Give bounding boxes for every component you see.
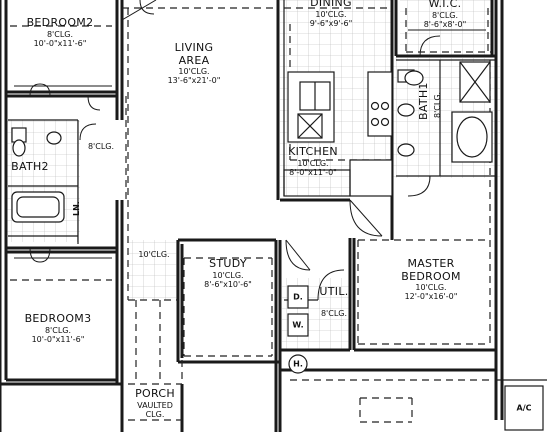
dryer-label: D. bbox=[293, 292, 303, 302]
room-ceiling-bath2: 8'CLG. bbox=[88, 142, 114, 151]
room-ceiling-line1: VAULTED bbox=[137, 400, 173, 410]
room-name-line2: AREA bbox=[178, 53, 210, 67]
linen-label: LN. bbox=[72, 201, 81, 216]
room-ceiling: 8'CLG. bbox=[431, 10, 459, 20]
room-size: 10'-0"x11'-6" bbox=[31, 334, 85, 344]
room-label-dining: DINING 10'CLG. 9'-6"x9'-6" bbox=[310, 0, 353, 28]
room-label-bedroom2: BEDROOM2 8'CLG. 10'-0"x11'-6" bbox=[26, 16, 94, 48]
room-size: 10'-0"x11'-6" bbox=[33, 38, 87, 48]
room-label-hall: 10'CLG. bbox=[138, 250, 169, 259]
room-ceiling: 8'CLG. bbox=[46, 29, 74, 39]
room-ceiling-util: 8'CLG. bbox=[321, 309, 347, 318]
ac-label: A/C bbox=[516, 403, 532, 413]
room-name: DINING bbox=[310, 0, 352, 9]
room-name: STUDY bbox=[209, 257, 247, 270]
washer-label: W. bbox=[292, 320, 304, 330]
room-ceiling-line2: CLG. bbox=[145, 409, 165, 419]
tile-floor-wic bbox=[400, 0, 492, 56]
room-name-line1: LIVING bbox=[174, 41, 214, 54]
room-ceiling: 10'CLG. bbox=[212, 270, 244, 280]
room-ceiling: 10'CLG. bbox=[138, 250, 170, 259]
room-label-bath2: BATH2 bbox=[11, 160, 49, 174]
room-ceiling: 8'CLG. bbox=[44, 325, 72, 335]
room-name: BEDROOM2 bbox=[26, 16, 94, 29]
room-ceiling-bath1: 8'CLG. bbox=[425, 92, 444, 118]
room-ceiling: 10'CLG. bbox=[297, 158, 329, 168]
closet-rods bbox=[14, 29, 486, 263]
room-size: 13'-6"x21'-0" bbox=[167, 76, 221, 86]
room-label-util: UTIL. bbox=[319, 285, 349, 299]
room-label-bedroom3: BEDROOM3 8'CLG. 10'-0"x11'-6" bbox=[24, 312, 92, 344]
room-name: BEDROOM3 bbox=[24, 312, 92, 325]
kitchen-counters bbox=[283, 71, 393, 197]
tile-floor-hall bbox=[127, 240, 179, 300]
room-label-master: MASTER BEDROOM 10'CLG. 12'-0"x16'-0" bbox=[401, 257, 461, 302]
linen-text: LN. bbox=[72, 201, 81, 216]
room-name: BATH2 bbox=[11, 160, 49, 173]
room-ceiling: 10'CLG. bbox=[415, 283, 447, 293]
room-label-kitchen: KITCHEN 10'CLG. 8'-0"x11'-0" bbox=[288, 145, 338, 177]
room-label-porch: PORCH VAULTED CLG. bbox=[135, 387, 175, 419]
room-name: KITCHEN bbox=[288, 145, 338, 158]
room-label-wic: W.I.C. 8'CLG. 8'-6"x8'-0" bbox=[424, 0, 467, 29]
room-size: 8'-6"x8'-0" bbox=[423, 19, 467, 29]
room-ceiling: 10'CLG. bbox=[178, 67, 210, 77]
dashed-lines bbox=[10, 7, 492, 423]
room-label-living: LIVING AREA 10'CLG. 13'-6"x21'-0" bbox=[167, 41, 221, 86]
room-ceiling: 8'CLG. bbox=[433, 91, 442, 118]
utility-appliances bbox=[287, 285, 544, 431]
room-name-line2: BEDROOM bbox=[401, 269, 461, 283]
door-swings bbox=[79, 0, 441, 301]
room-ceiling: 10'CLG. bbox=[315, 9, 347, 19]
room-size: 12'-0"x16'-0" bbox=[404, 292, 458, 302]
room-name: W.I.C. bbox=[428, 0, 462, 10]
water-heater-label: H. bbox=[293, 359, 303, 369]
room-label-study: STUDY 10'CLG. 8'-6"x10'-6" bbox=[204, 257, 252, 289]
room-size: 8'-6"x10'-6" bbox=[204, 279, 252, 289]
room-name-line1: MASTER bbox=[407, 257, 455, 270]
room-name: PORCH bbox=[135, 387, 175, 400]
room-ceiling: 8'CLG. bbox=[320, 309, 348, 318]
room-name: UTIL. bbox=[319, 285, 349, 298]
room-ceiling: 8'CLG. bbox=[87, 142, 115, 151]
room-size: 9'-6"x9'-6" bbox=[309, 18, 353, 28]
bath-fixtures bbox=[11, 61, 493, 223]
room-size: 8'-0"x11'-0" bbox=[289, 167, 337, 177]
